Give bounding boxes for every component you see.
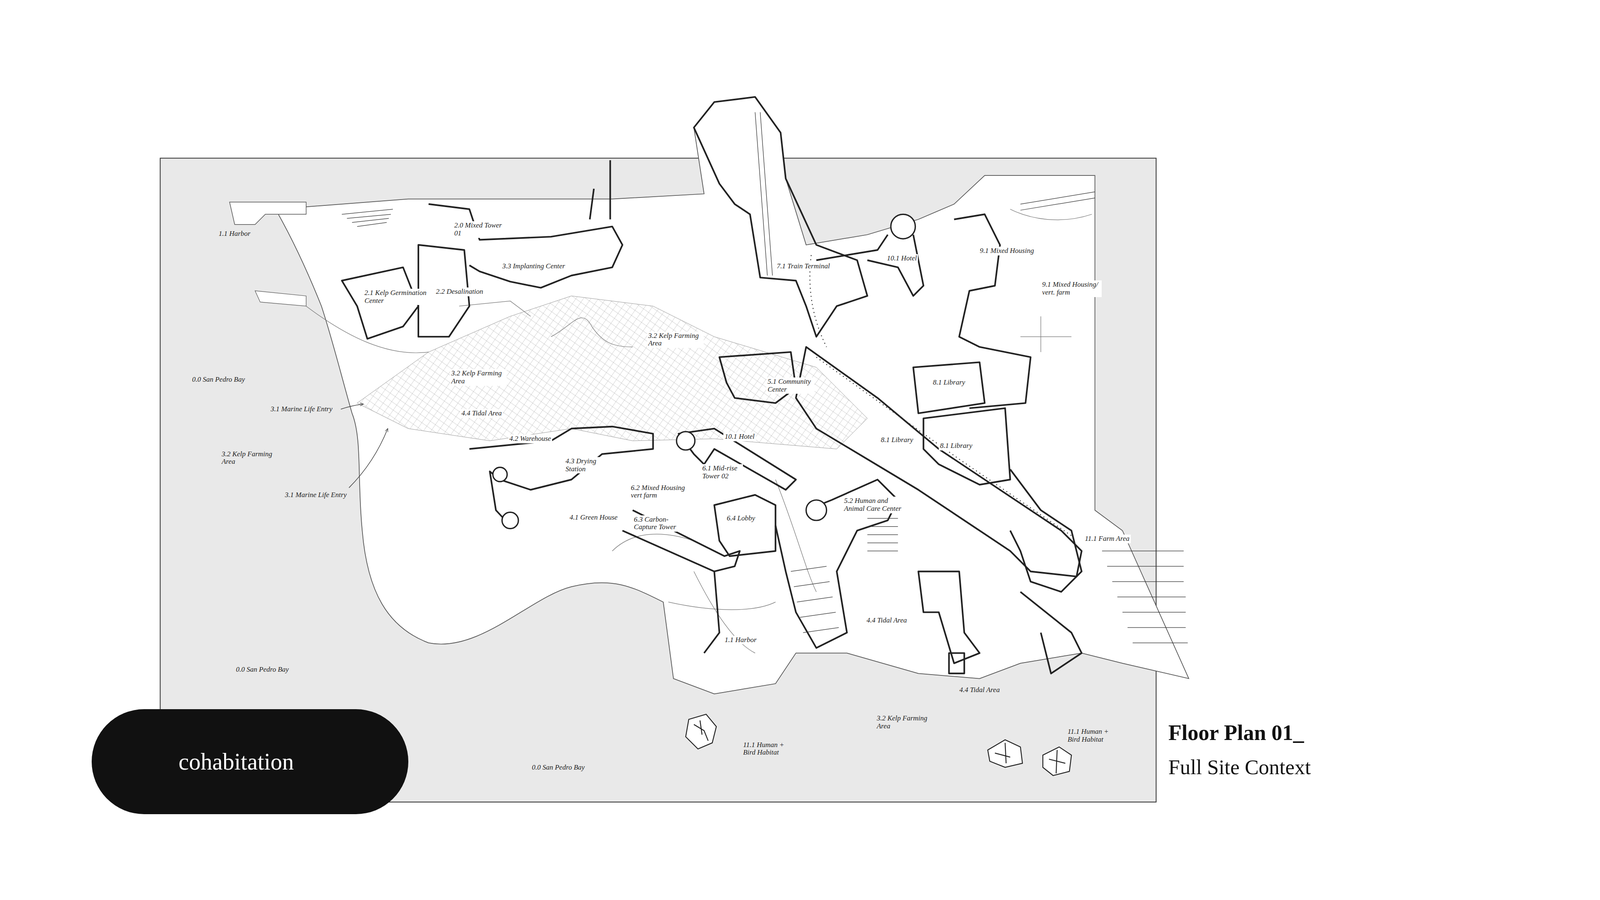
habitat-pods — [1042, 747, 1072, 776]
area-label: 11.1 Farm Area — [1083, 534, 1131, 544]
area-label: 3.2 Kelp Farming Area — [450, 369, 507, 386]
landscape-contours — [668, 602, 776, 610]
landscape-contours — [1020, 316, 1072, 353]
area-label: 6.1 Mid-rise Tower 02 — [700, 464, 743, 481]
area-label: 6.2 Mixed Housing vert farm — [629, 483, 689, 500]
area-label: 10.1 Hotel — [885, 254, 919, 263]
stair-hatch — [341, 209, 393, 227]
building-walls — [913, 362, 985, 413]
habitat-pods — [987, 740, 1023, 768]
area-label: 6.3 Carbon-Capture Tower — [632, 515, 681, 532]
area-label: 0.0 San Pedro Bay — [190, 375, 247, 385]
plan-caption: Full Site Context — [1168, 755, 1311, 780]
landscape-contours — [1010, 209, 1092, 220]
stair-hatch — [341, 112, 1188, 643]
area-label: 4.4 Tidal Area — [958, 685, 1002, 695]
area-label: 3.1 Marine Life Entry — [283, 490, 348, 500]
area-label: 2.1 Kelp Germination Center — [363, 288, 429, 305]
structure-circles — [492, 214, 916, 529]
area-label: 0.0 San Pedro Bay — [530, 763, 586, 773]
area-label: 2.2 Desalination — [434, 287, 485, 297]
pill-text: cohabitation — [178, 748, 295, 775]
area-label: 1.1 Harbor — [723, 635, 758, 645]
habitat-pods — [685, 714, 1072, 776]
building-walls — [918, 571, 980, 663]
title-pill: cohabitation — [91, 709, 408, 815]
area-label: 3.2 Kelp Farming Area — [647, 331, 704, 348]
area-label: 5.1 Community Center — [766, 377, 815, 394]
entry-arrows — [340, 404, 364, 410]
area-label: 10.1 Hotel — [723, 432, 756, 442]
area-label: 4.2 Warehouse — [508, 434, 553, 444]
area-label: 9.1 Mixed Housing — [978, 246, 1036, 256]
building-walls — [341, 97, 1082, 674]
area-label: 3.2 Kelp Farming Area — [220, 450, 278, 467]
structure-circles — [676, 431, 695, 450]
area-label: 3.1 Marine Life Entry — [269, 405, 334, 414]
walkway-dots — [810, 255, 1072, 536]
stair-hatch — [1020, 191, 1095, 210]
building-walls — [816, 234, 924, 296]
building-walls — [693, 97, 868, 338]
building-walls — [469, 426, 654, 526]
structure-circles — [890, 214, 916, 239]
area-label: 2.0 Mixed Tower 01 — [452, 221, 506, 238]
area-label: 9.1 Mixed Housing/ vert. farm — [1040, 280, 1102, 297]
building-walls — [795, 347, 1082, 577]
building-walls — [678, 428, 797, 490]
building-walls — [949, 652, 965, 674]
landscape-contours — [775, 479, 817, 592]
habitat-pods — [685, 714, 717, 749]
walkway-dots — [816, 357, 1072, 536]
landscape-contours — [306, 306, 429, 353]
building-walls — [1020, 591, 1082, 674]
building-walls — [590, 160, 611, 220]
area-label: 0.0 San Pedro Bay — [234, 665, 290, 675]
area-label: 11.1 Human + Bird Habitat — [1066, 727, 1113, 744]
area-label: 8.1 Library — [938, 441, 974, 451]
stair-hatch — [1102, 550, 1188, 643]
land-mass — [229, 202, 307, 225]
land-mass — [229, 97, 1189, 695]
landscape-contours — [612, 534, 694, 552]
area-label: 4.3 Drying Station — [564, 457, 600, 474]
entry-arrows — [349, 428, 388, 488]
area-label: 3.2 Kelp Farming Area — [875, 714, 933, 731]
area-label: 4.4 Tidal Area — [460, 409, 503, 418]
area-label: 1.1 Harbor — [217, 229, 253, 239]
area-label: 4.1 Green House — [568, 513, 619, 523]
structure-circles — [502, 512, 519, 529]
stair-hatch — [867, 510, 898, 551]
landscape-contours — [306, 209, 1093, 653]
area-label: 8.1 Library — [931, 378, 967, 388]
building-walls — [714, 495, 776, 557]
area-label: 5.2 Human and Animal Care Center — [842, 496, 906, 513]
building-walls — [704, 571, 720, 653]
land-mass — [255, 290, 306, 307]
habitat-pods — [1049, 750, 1066, 774]
stair-hatch — [790, 566, 839, 633]
land-mass — [275, 97, 1189, 695]
area-label: 11.1 Human + Bird Habitat — [741, 740, 788, 758]
stair-hatch — [755, 112, 773, 276]
area-label: 6.4 Lobby — [725, 514, 757, 523]
building-walls — [1010, 469, 1082, 593]
plan-title: Floor Plan 01_ — [1168, 720, 1304, 745]
area-label: 8.1 Library — [879, 435, 915, 445]
area-label: 7.1 Train Terminal — [775, 262, 831, 271]
entry-arrows — [340, 404, 388, 488]
building-walls — [622, 510, 740, 572]
landscape-contours — [550, 317, 633, 348]
area-label: 4.4 Tidal Area — [865, 616, 909, 625]
habitat-pods — [693, 720, 708, 741]
structure-circles — [806, 500, 827, 521]
habitat-pods — [995, 742, 1011, 764]
area-label: 3.3 Implanting Center — [500, 262, 567, 271]
structure-circles — [492, 467, 508, 482]
building-walls — [428, 204, 623, 288]
